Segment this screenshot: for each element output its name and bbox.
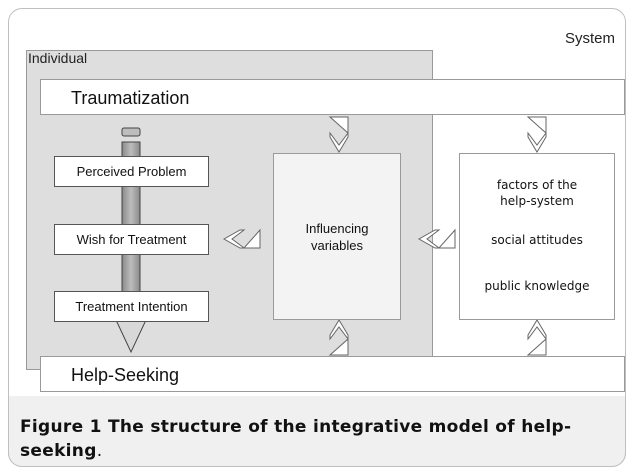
factors-line-3: social attitudes bbox=[491, 233, 583, 247]
help-seeking-label: Help-Seeking bbox=[71, 365, 180, 385]
system-label: System bbox=[564, 30, 615, 47]
step-treatment-intention: Treatment Intention bbox=[54, 291, 209, 322]
help-system-factors-box: factors of the help-system social attitu… bbox=[459, 153, 615, 320]
left-chevron-middle bbox=[222, 228, 261, 249]
traumatization-band: Traumatization bbox=[40, 79, 625, 115]
caption-background bbox=[8, 396, 626, 467]
caption-bold-2: seeking bbox=[20, 441, 97, 461]
factors-line-1: factors of the bbox=[496, 178, 578, 192]
individual-label: Individual bbox=[28, 50, 88, 66]
up-chevron-left bbox=[328, 319, 349, 356]
caption-bold: Figure 1 The structure of the integrativ… bbox=[20, 417, 572, 437]
left-chevron-right bbox=[417, 228, 456, 249]
figure-caption: Figure 1 The structure of the integrativ… bbox=[20, 415, 610, 463]
pencil-tip bbox=[115, 319, 147, 354]
up-chevron-right bbox=[526, 319, 547, 356]
influencing-line-2: variables bbox=[310, 237, 364, 253]
caption-tail: . bbox=[96, 441, 103, 461]
traumatization-label: Traumatization bbox=[71, 88, 190, 108]
step-perceived-problem: Perceived Problem bbox=[54, 156, 209, 187]
influencing-line-1: Influencing bbox=[305, 220, 369, 236]
step-wish-for-treatment: Wish for Treatment bbox=[54, 224, 209, 255]
down-chevron-right bbox=[526, 116, 547, 153]
pencil-cap bbox=[121, 127, 141, 137]
help-seeking-band: Help-Seeking bbox=[40, 356, 625, 392]
down-chevron-left bbox=[328, 116, 349, 153]
factors-line-2: help-system bbox=[500, 194, 574, 208]
factors-line-4: public knowledge bbox=[484, 279, 590, 293]
influencing-variables-box: Influencing variables bbox=[273, 153, 401, 320]
